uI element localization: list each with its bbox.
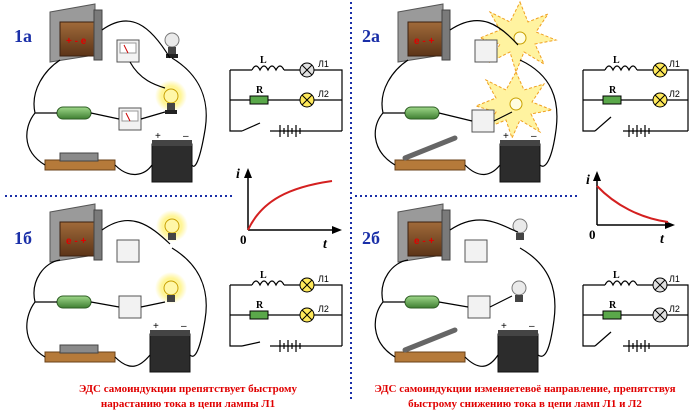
- circuit-2b: 2б e - + + –: [362, 203, 556, 373]
- schematic-2b-R: R: [609, 300, 617, 311]
- panel-label-1b: 1б: [14, 228, 32, 248]
- graph-rising-ylabel: i: [236, 167, 240, 182]
- ammeter-2b-top: [464, 239, 488, 263]
- graph-rising-xlabel: t: [323, 237, 328, 252]
- schematic-1b-L: L: [260, 270, 267, 281]
- ammeter-1b-top: [116, 239, 140, 263]
- battery-plus-1a: +: [155, 131, 161, 142]
- schematic-2b-lamp1: Л1: [669, 274, 680, 284]
- lamp-2a-top: [513, 31, 527, 45]
- circuit-2a: 2а e - + + –: [362, 0, 558, 183]
- lamp-1b-top: [156, 210, 188, 242]
- ammeter-1a-bottom: [118, 107, 142, 131]
- resistor-2a: [404, 106, 440, 120]
- ammeter-2a-bottom: [471, 109, 495, 133]
- schematic-1a-lamp2: Л2: [318, 89, 329, 99]
- coil-1b: e - +: [49, 203, 103, 263]
- schematic-1a-L: L: [260, 55, 267, 66]
- panel-label-1a: 1а: [14, 26, 32, 46]
- caption-right-line2: быстрому снижению тока в цепи ламп Л1 и …: [408, 398, 642, 410]
- schematic-2b-lamp2: Л2: [669, 304, 680, 314]
- battery-plus-2b: +: [501, 321, 507, 332]
- battery-minus-1a: –: [183, 131, 189, 142]
- battery-1b: + –: [149, 321, 191, 373]
- graph-decaying-origin: 0: [589, 227, 596, 242]
- graph-rising-origin: 0: [240, 232, 247, 247]
- coil-1a: + - e: [49, 3, 103, 63]
- schematic-1b: L R Л1 Л2: [229, 270, 343, 352]
- current-curve-rising: [247, 180, 333, 231]
- schematic-1b-lamp1: Л1: [318, 274, 329, 284]
- schematic-1b-lamp2: Л2: [318, 304, 329, 314]
- schematic-2a-lamp1: Л1: [669, 59, 680, 69]
- battery-1a: + –: [151, 131, 193, 183]
- caption-right-line1: ЭДС самоиндукции изменяетевоё направлени…: [374, 383, 675, 395]
- schematic-2a-R: R: [609, 85, 617, 96]
- caption-left-line2: нарастанию тока в цепи лампы Л1: [101, 398, 275, 410]
- emf-label-2b: e - +: [414, 236, 434, 247]
- switch-1b: [44, 344, 116, 363]
- resistor-2b: [404, 295, 440, 309]
- emf-label-1b: e - +: [66, 236, 86, 247]
- emf-label-1a: + - e: [66, 36, 87, 47]
- graph-decaying-ylabel: i: [586, 173, 590, 188]
- battery-minus-1b: –: [181, 321, 187, 332]
- ammeter-1a-top: [116, 39, 140, 63]
- lamp-2a-bottom: [509, 97, 523, 111]
- graph-decaying: i t 0: [586, 171, 675, 247]
- schematic-1a: L R Л1 Л2: [229, 55, 343, 137]
- battery-plus-1b: +: [153, 321, 159, 332]
- schematic-1a-R: R: [256, 85, 264, 96]
- schematic-2a-lamp2: Л2: [669, 89, 680, 99]
- panel-label-2a: 2а: [362, 26, 380, 46]
- schematic-2b-L: L: [613, 270, 620, 281]
- switch-1a: [44, 152, 116, 171]
- schematic-1b-R: R: [256, 300, 264, 311]
- ammeter-2b-bottom: [467, 295, 491, 319]
- circuit-1a: 1а + - e: [14, 3, 207, 183]
- schematic-2b: L R Л1 Л2: [582, 270, 689, 352]
- coil-2a: e - +: [397, 3, 451, 63]
- schematic-2a-L: L: [613, 55, 620, 66]
- ammeter-1b-bottom: [118, 295, 142, 319]
- lamp-2b-bottom: [511, 280, 527, 302]
- resistor-1a: [56, 106, 92, 120]
- graph-rising: i t 0: [236, 167, 342, 252]
- current-curve-decaying: [596, 185, 669, 223]
- lamp-2b-top: [512, 218, 528, 240]
- panel-label-2b: 2б: [362, 228, 380, 248]
- battery-plus-2a: +: [503, 131, 509, 142]
- resistor-1b: [56, 295, 92, 309]
- lamp-1b-bottom: [155, 272, 187, 304]
- battery-2a: + –: [499, 131, 541, 183]
- ammeter-2a-top: [474, 39, 498, 63]
- lamp-1a-top: [164, 32, 180, 58]
- lamp-1a-bottom: [155, 80, 187, 114]
- emf-label-2a: e - +: [414, 36, 434, 47]
- circuit-1b: 1б e - + + –: [14, 203, 207, 373]
- battery-minus-2a: –: [531, 131, 537, 142]
- schematic-2a: L R Л1 Л2: [582, 55, 689, 137]
- switch-2a-open: [394, 135, 466, 171]
- caption-left-line1: ЭДС самоиндукции препятствует быстрому: [79, 383, 298, 395]
- battery-2b: + –: [497, 321, 539, 373]
- battery-minus-2b: –: [529, 321, 535, 332]
- schematic-1a-lamp1: Л1: [318, 59, 329, 69]
- graph-decaying-xlabel: t: [660, 232, 665, 247]
- coil-2b: e - +: [397, 203, 451, 263]
- switch-2b-open: [394, 327, 466, 363]
